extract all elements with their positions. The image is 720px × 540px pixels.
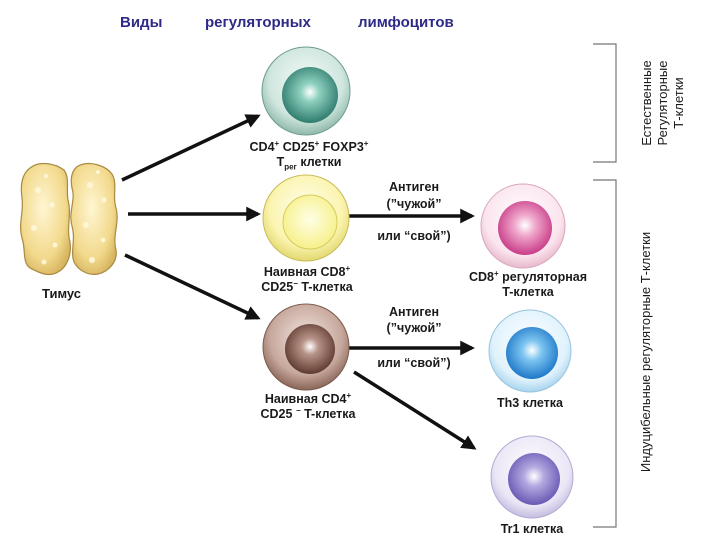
thymus-label: Тимус	[42, 286, 82, 301]
arrow-thymus-to-natural-treg	[121, 114, 261, 182]
naive-cd8-label: Наивная CD8+ CD25− T-клетка	[261, 263, 353, 294]
inducible-bracket	[593, 179, 617, 528]
th3-cell-icon	[488, 309, 572, 393]
title-word-2: регуляторных	[205, 14, 311, 31]
antigen-label-upper-2: (”чужой”	[386, 197, 442, 211]
natural-treg-label: CD4+ CD25+ FOXP3+ Tрег клетки	[249, 138, 369, 172]
naive-cd8-cell-icon	[262, 174, 350, 262]
arrow-thymus-to-naive-cd4	[124, 253, 261, 320]
arrow-cd4-to-tr1	[353, 370, 477, 450]
inducible-bracket-label: Индуцибельные регуляторные Т-клетки	[638, 231, 653, 473]
antigen-label-lower-1: Антиген	[388, 305, 440, 319]
antigen-label-upper-1: Антиген	[388, 180, 440, 194]
antigen-label-lower-2: (”чужой”	[386, 321, 442, 335]
natural-bracket	[593, 43, 617, 163]
naive-cd4-cell-icon	[262, 303, 350, 391]
title-word-1: Виды	[120, 14, 163, 31]
natural-treg-cell-icon	[261, 46, 351, 136]
tr1-label: Tr1 клетка	[500, 522, 564, 536]
th3-label: Th3 клетка	[497, 396, 563, 410]
natural-bracket-label: Естественные Регуляторные Т-клетки	[639, 60, 686, 146]
antigen-label-upper-3: или “свой”)	[377, 229, 451, 243]
cd8-reg-label: CD8+ регуляторная T-клетка	[469, 268, 587, 299]
title-word-3: лимфоцитов	[358, 14, 454, 31]
antigen-label-lower-3: или “свой”)	[377, 356, 451, 370]
cd8-reg-cell-icon	[480, 183, 566, 269]
naive-cd4-label: Наивная CD4+ CD25 − T-клетка	[260, 390, 356, 421]
thymus-icon	[19, 162, 118, 276]
tr1-cell-icon	[490, 435, 574, 519]
